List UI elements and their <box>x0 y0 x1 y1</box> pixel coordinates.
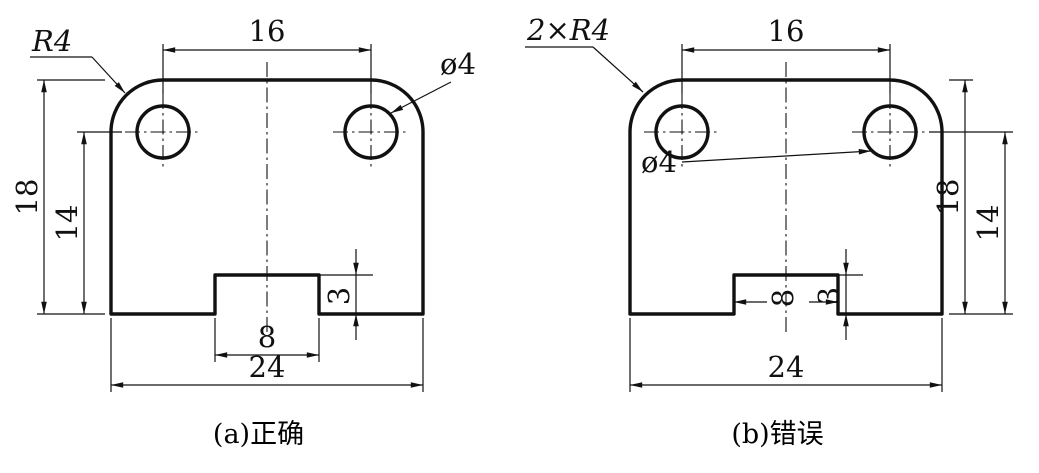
dim-hole-height: 14 <box>50 131 122 314</box>
dim-overall-width-text: 24 <box>249 350 286 384</box>
dim-top-width-text: 16 <box>249 14 286 48</box>
dim-top-width: 16 <box>681 14 891 94</box>
dim-hole-height-text: 14 <box>971 205 1005 242</box>
dim-hole-dia-text: ø4 <box>440 47 476 81</box>
dim-radius-text: 2×R4 <box>526 13 610 47</box>
centerlines <box>644 62 928 332</box>
dim-notch-width-text: 8 <box>258 320 276 354</box>
dim-overall-height-text: 18 <box>10 179 44 216</box>
dim-notch-depth: 3 <box>319 249 373 340</box>
drawing-a: 16 R4 ø4 18 14 <box>10 14 476 392</box>
part-contour <box>109 78 425 316</box>
dim-overall-width: 24 <box>629 318 943 392</box>
figure-b: 2×R4 16 ø4 18 <box>525 10 1030 451</box>
dim-notch-depth-text: 3 <box>812 287 846 305</box>
dim-notch-depth-text: 3 <box>322 287 356 305</box>
caption-a: (a)正确 <box>212 419 305 450</box>
caption-b: (b)错误 <box>731 419 824 450</box>
figure-a: 16 R4 ø4 18 14 <box>6 10 511 451</box>
dim-top-width: 16 <box>162 14 372 94</box>
dim-hole-height-text: 14 <box>50 205 84 242</box>
figures-row: 16 R4 ø4 18 14 <box>6 10 1030 451</box>
drawing-b: 2×R4 16 ø4 18 <box>525 13 1013 392</box>
dim-overall-height: 18 <box>931 79 1013 315</box>
leader-line <box>592 46 644 93</box>
dim-radius: R4 <box>30 24 126 94</box>
leader-line <box>390 81 452 114</box>
dim-overall-width: 24 <box>110 318 424 392</box>
dim-notch-width-text: 8 <box>766 289 800 307</box>
dim-notch-width: 8 <box>734 289 838 307</box>
dim-overall-width-text: 24 <box>768 350 805 384</box>
leader-line <box>91 56 126 94</box>
dim-top-width-text: 16 <box>768 14 805 48</box>
dim-notch-depth: 3 <box>812 249 863 340</box>
dim-hole-dia: ø4 <box>390 47 476 114</box>
dim-overall-height: 18 <box>10 79 105 315</box>
dim-notch-width: 8 <box>214 318 320 362</box>
dim-hole-height: 14 <box>929 131 1013 314</box>
centerlines <box>125 62 409 332</box>
dim-hole-dia: ø4 <box>641 145 872 179</box>
leader-line <box>681 148 872 163</box>
dim-overall-height-text: 18 <box>931 179 965 216</box>
dim-radius: 2×R4 <box>525 13 644 93</box>
dim-radius-text: R4 <box>31 24 72 58</box>
dim-hole-dia-text: ø4 <box>641 145 677 179</box>
